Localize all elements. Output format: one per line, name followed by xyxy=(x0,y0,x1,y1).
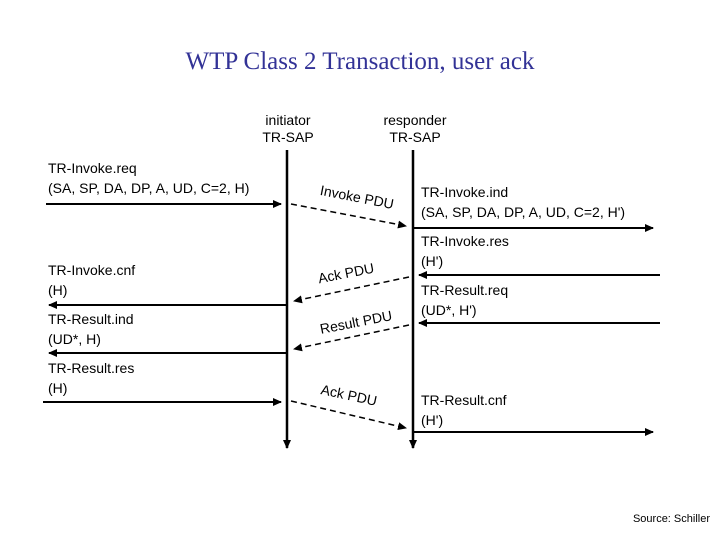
msg-params: (H) xyxy=(48,380,68,396)
msg-params: (H') xyxy=(421,412,444,428)
msg-name: TR-Result.cnf xyxy=(421,392,507,408)
msg-params: (UD*, H') xyxy=(421,302,477,318)
msg-tr-result-res: TR-Result.res (H) xyxy=(48,358,134,398)
msg-name: TR-Invoke.cnf xyxy=(48,262,136,278)
msg-tr-invoke-ind: TR-Invoke.ind (SA, SP, DA, DP, A, UD, C=… xyxy=(421,182,625,222)
responder-sap-label: TR-SAP xyxy=(389,129,441,145)
msg-name: TR-Result.ind xyxy=(48,311,134,327)
msg-tr-result-ind: TR-Result.ind (UD*, H) xyxy=(48,309,134,349)
msg-name: TR-Result.req xyxy=(421,282,509,298)
msg-params: (SA, SP, DA, DP, A, UD, C=2, H) xyxy=(48,180,250,196)
source-credit: Source: Schiller xyxy=(632,513,710,525)
msg-tr-result-cnf: TR-Result.cnf (H') xyxy=(421,390,507,430)
initiator-sap-label: TR-SAP xyxy=(262,129,314,145)
msg-tr-invoke-res: TR-Invoke.res (H') xyxy=(421,231,509,271)
msg-tr-result-req: TR-Result.req (UD*, H') xyxy=(421,280,508,320)
msg-params: (H) xyxy=(48,282,68,298)
msg-name: TR-Invoke.ind xyxy=(421,184,509,200)
page-title: WTP Class 2 Transaction, user ack xyxy=(185,48,535,75)
msg-name: TR-Invoke.res xyxy=(421,233,509,249)
msg-tr-invoke-cnf: TR-Invoke.cnf (H) xyxy=(48,260,135,300)
msg-params: (SA, SP, DA, DP, A, UD, C=2, H') xyxy=(421,204,626,220)
msg-name: TR-Result.res xyxy=(48,360,135,376)
msg-tr-invoke-req: TR-Invoke.req (SA, SP, DA, DP, A, UD, C=… xyxy=(48,158,249,198)
initiator-role-label: initiator xyxy=(265,112,311,128)
responder-role-label: responder xyxy=(383,112,447,128)
msg-params: (UD*, H) xyxy=(48,331,101,347)
initiator-header: initiator TR-SAP xyxy=(223,112,353,146)
msg-name: TR-Invoke.req xyxy=(48,160,137,176)
msg-params: (H') xyxy=(421,253,444,269)
responder-header: responder TR-SAP xyxy=(350,112,480,146)
